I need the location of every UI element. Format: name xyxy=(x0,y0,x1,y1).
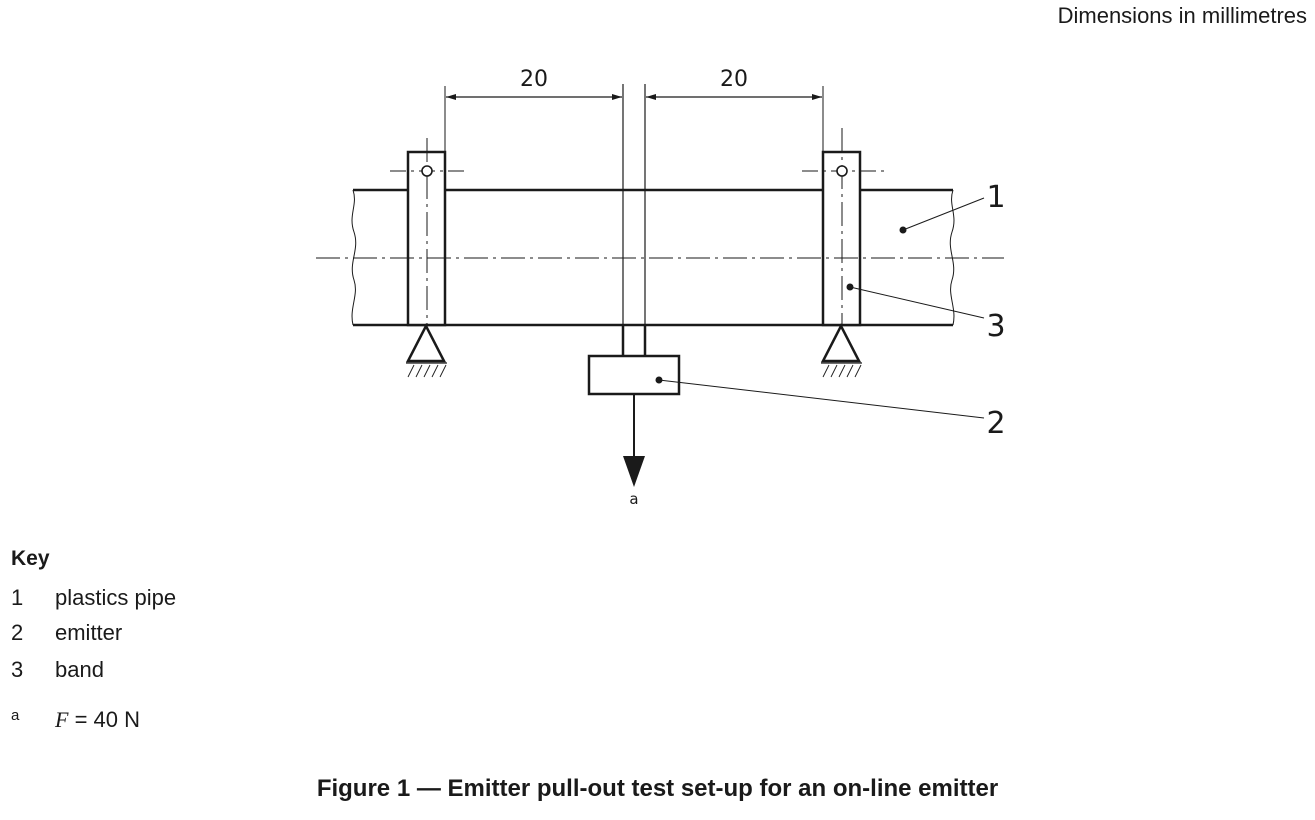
callout-3: 3 xyxy=(986,309,1005,344)
leader-line-2 xyxy=(658,379,985,419)
leader-line-1 xyxy=(902,197,985,231)
emitter xyxy=(587,84,681,396)
leader-dot-3 xyxy=(846,283,854,291)
left-support xyxy=(405,323,447,378)
leader-lines xyxy=(655,197,985,419)
dimension-label-left: 20 xyxy=(520,67,548,92)
pipe-break-left xyxy=(351,189,357,326)
key-footnote: a F = 40 N xyxy=(11,706,140,734)
right-support xyxy=(820,323,862,378)
right-band-pin xyxy=(836,165,848,177)
dimension-label-right: 20 xyxy=(720,67,748,92)
emitter-body xyxy=(587,354,681,396)
pull-out-test-diagram: a 20 20 1 2 3 xyxy=(316,67,1006,508)
leader-dot-1 xyxy=(899,226,907,234)
left-band xyxy=(390,138,466,327)
leader-line-3 xyxy=(849,286,985,319)
callout-1: 1 xyxy=(986,180,1005,215)
key-item-label: emitter xyxy=(55,620,123,645)
force-arrow xyxy=(623,394,645,487)
left-band-pin xyxy=(421,165,433,177)
footnote-text: F = 40 N xyxy=(55,706,140,734)
leader-dot-2 xyxy=(655,376,663,384)
right-band xyxy=(802,128,884,327)
force-mark: a xyxy=(629,490,638,508)
dimensions-note: Dimensions in millimetres xyxy=(1057,3,1307,28)
footnote-variable: F xyxy=(55,707,69,732)
key-item-plastics-pipe: 1 plastics pipe xyxy=(11,585,176,611)
key-item-emitter: 2 emitter xyxy=(11,620,122,646)
key-title: Key xyxy=(11,547,50,570)
key-item-label: band xyxy=(55,657,104,682)
figure-caption: Figure 1 — Emitter pull-out test set-up … xyxy=(316,775,999,802)
key-item-number: 2 xyxy=(11,620,24,645)
footnote-value: = 40 N xyxy=(68,707,140,732)
callout-2: 2 xyxy=(986,406,1005,441)
key-item-band: 3 band xyxy=(11,657,104,683)
dimension-lines xyxy=(444,86,824,152)
key-item-number: 1 xyxy=(11,585,24,610)
key-item-number: 3 xyxy=(11,657,24,682)
footnote-mark: a xyxy=(11,707,20,724)
key-item-label: plastics pipe xyxy=(55,585,177,610)
